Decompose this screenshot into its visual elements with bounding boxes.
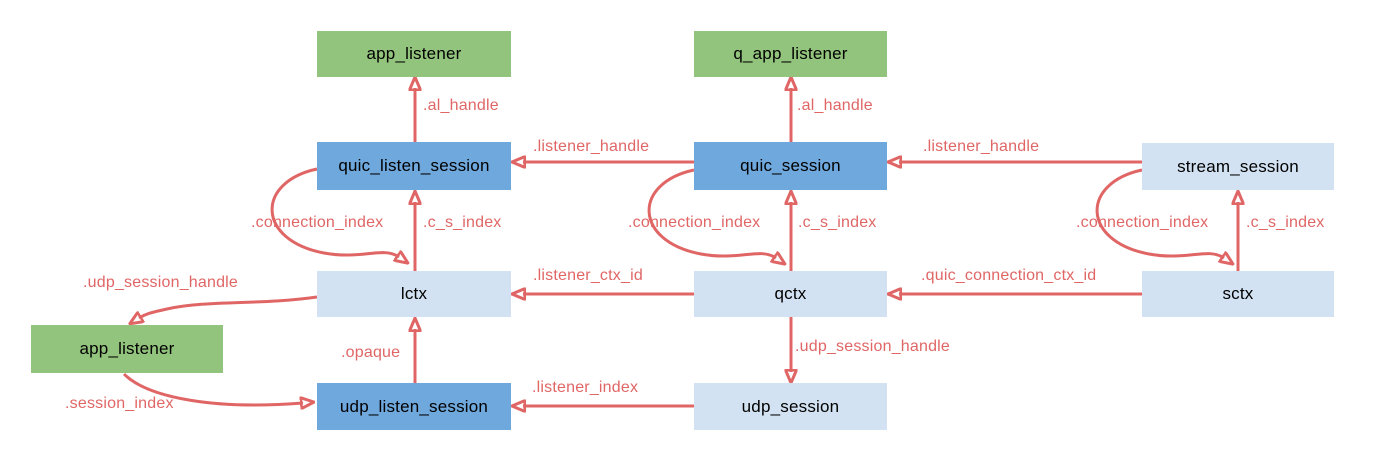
node-qctx: qctx <box>694 271 887 317</box>
node-udp-session: udp_session <box>694 383 887 430</box>
edge-label-c-s-index-1: .c_s_index <box>423 214 502 231</box>
edge-label-connection-index-1: .connection_index <box>251 214 384 231</box>
node-sctx: sctx <box>1142 271 1334 317</box>
edge-label-al-handle-1: .al_handle <box>423 97 499 114</box>
node-udp-listen-session: udp_listen_session <box>317 383 511 430</box>
edge-label-c-s-index-2: .c_s_index <box>798 214 877 231</box>
edge-label-connection-index-2: .connection_index <box>628 214 761 231</box>
node-stream-session: stream_session <box>1142 143 1334 190</box>
node-q-app-listener: q_app_listener <box>694 31 887 77</box>
edge-label-session-index: .session_index <box>65 395 174 412</box>
edge-label-udp-session-handle-right: .udp_session_handle <box>795 338 951 355</box>
edge-label-al-handle-2: .al_handle <box>797 97 873 114</box>
node-app-listener-bottom: app_listener <box>31 325 223 373</box>
node-lctx: lctx <box>317 271 511 317</box>
arrow-udp-session-handle-left <box>139 295 318 318</box>
edge-label-listener-handle-2: .listener_handle <box>923 138 1040 155</box>
node-app-listener-top: app_listener <box>317 31 511 77</box>
edge-label-listener-handle-1: .listener_handle <box>533 138 650 155</box>
edge-label-udp-session-handle-left: .udp_session_handle <box>83 274 239 291</box>
edge-label-listener-ctx-id: .listener_ctx_id <box>533 267 643 284</box>
edge-label-opaque: .opaque <box>341 344 401 361</box>
node-quic-listen-session: quic_listen_session <box>317 142 511 190</box>
edge-label-c-s-index-3: .c_s_index <box>1246 214 1325 231</box>
edge-label-connection-index-3: .connection_index <box>1076 214 1209 231</box>
edge-label-listener-index: .listener_index <box>532 379 639 396</box>
edge-label-quic-connection-ctx-id: .quic_connection_ctx_id <box>921 267 1097 284</box>
node-quic-session: quic_session <box>694 142 887 190</box>
